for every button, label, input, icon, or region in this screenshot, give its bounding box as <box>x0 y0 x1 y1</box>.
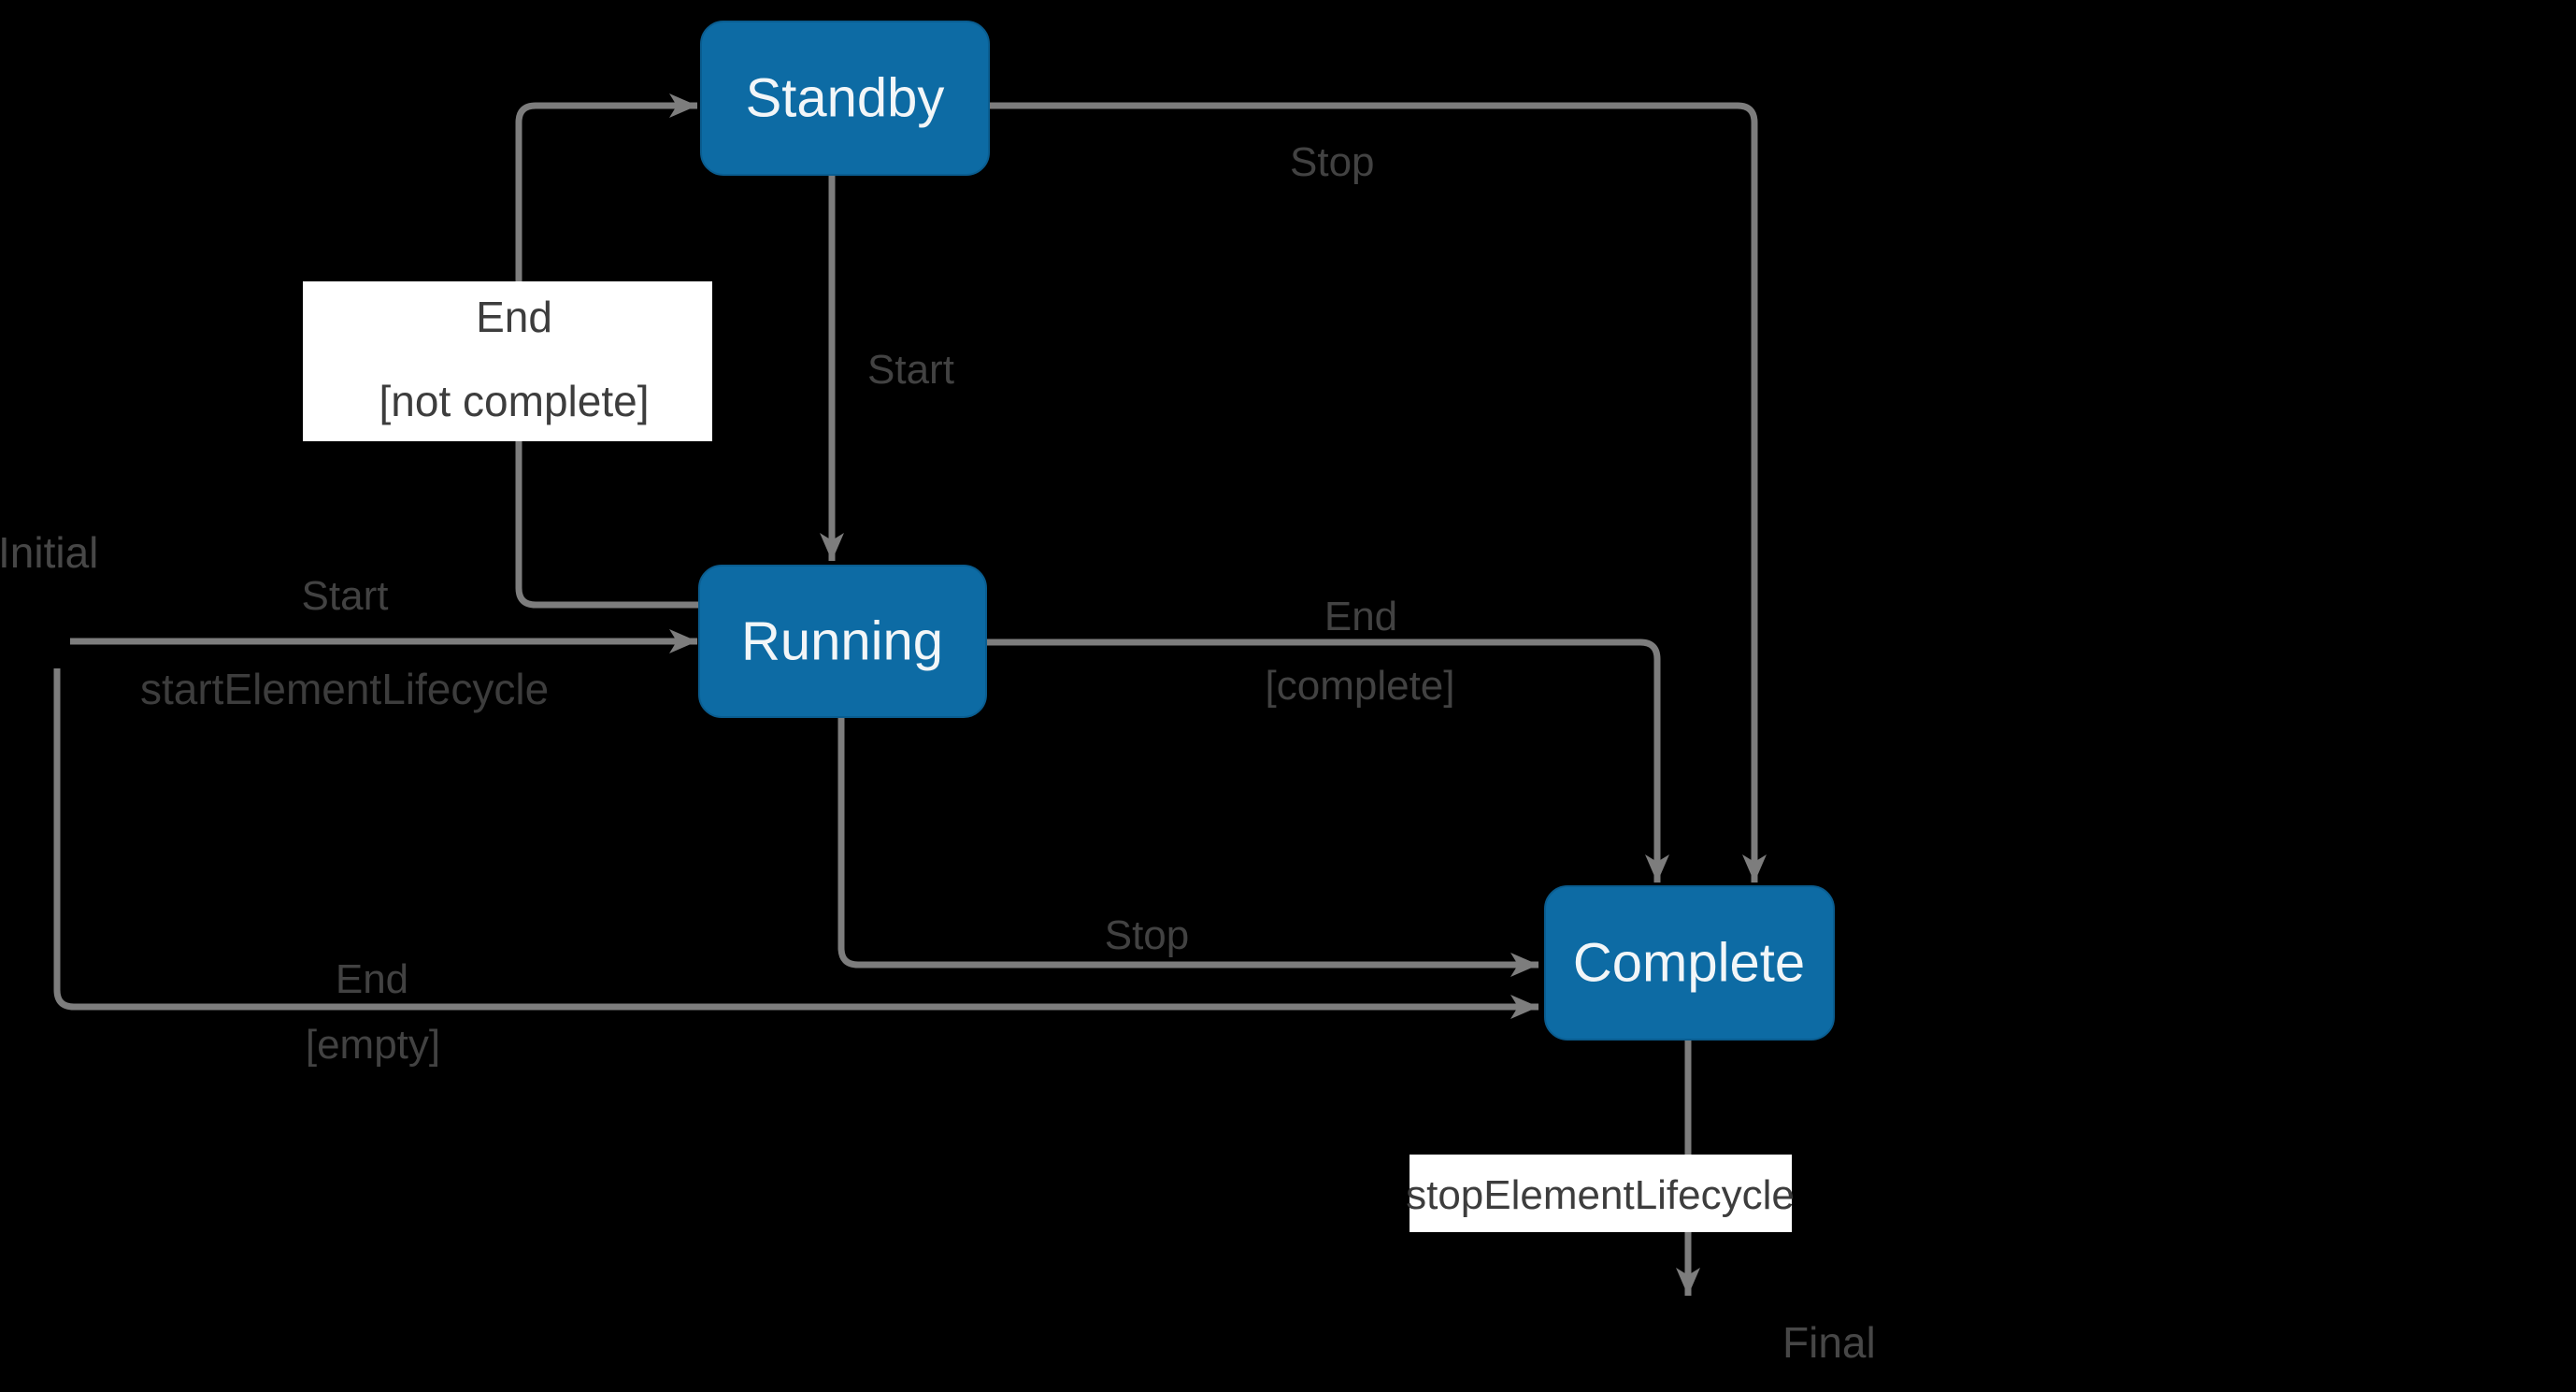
initial-pseudostate-label: Initial <box>0 528 98 577</box>
transition-running-to-complete-stop <box>837 716 1538 977</box>
effect-label-stop-element-lifecycle: stopElementLifecycle <box>1406 1172 1795 1218</box>
transition-running-to-complete-end <box>986 639 1669 883</box>
label-box-stop-element-lifecycle <box>1410 1155 1792 1232</box>
effect-label-start-element-lifecycle: startElementLifecycle <box>140 665 549 713</box>
state-complete: Complete <box>1544 885 1835 1040</box>
state-running: Running <box>698 565 987 718</box>
label-boxes: End [not complete] stopElementLifecycle <box>303 281 1795 1232</box>
transition-standby-to-complete <box>989 102 1767 883</box>
edge-labels: Initial Start startElementLifecycle End … <box>0 139 1876 1367</box>
state-nodes: Standby Running Complete <box>698 21 1835 1040</box>
connectors <box>53 93 1767 1296</box>
transition-initial-to-complete <box>53 668 1538 1019</box>
trigger-label-end-not-complete: End <box>476 293 552 341</box>
state-standby: Standby <box>700 21 990 176</box>
trigger-label-stop-running: Stop <box>1105 912 1190 958</box>
trigger-label-end-complete: End <box>1324 594 1397 639</box>
trigger-label-start-initial: Start <box>302 573 389 619</box>
state-standby-label: Standby <box>746 68 945 129</box>
trigger-label-stop-standby: Stop <box>1290 139 1375 185</box>
trigger-label-start-standby: Start <box>867 347 954 393</box>
label-box-end-not-complete <box>303 281 712 441</box>
trigger-label-end-empty: End <box>336 956 408 1002</box>
guard-label-complete: [complete] <box>1266 663 1455 709</box>
guard-label-not-complete: [not complete] <box>379 377 650 425</box>
state-running-label: Running <box>741 611 943 672</box>
guard-label-empty: [empty] <box>306 1022 440 1068</box>
state-complete-label: Complete <box>1573 933 1805 994</box>
final-pseudostate-label: Final <box>1782 1318 1876 1367</box>
